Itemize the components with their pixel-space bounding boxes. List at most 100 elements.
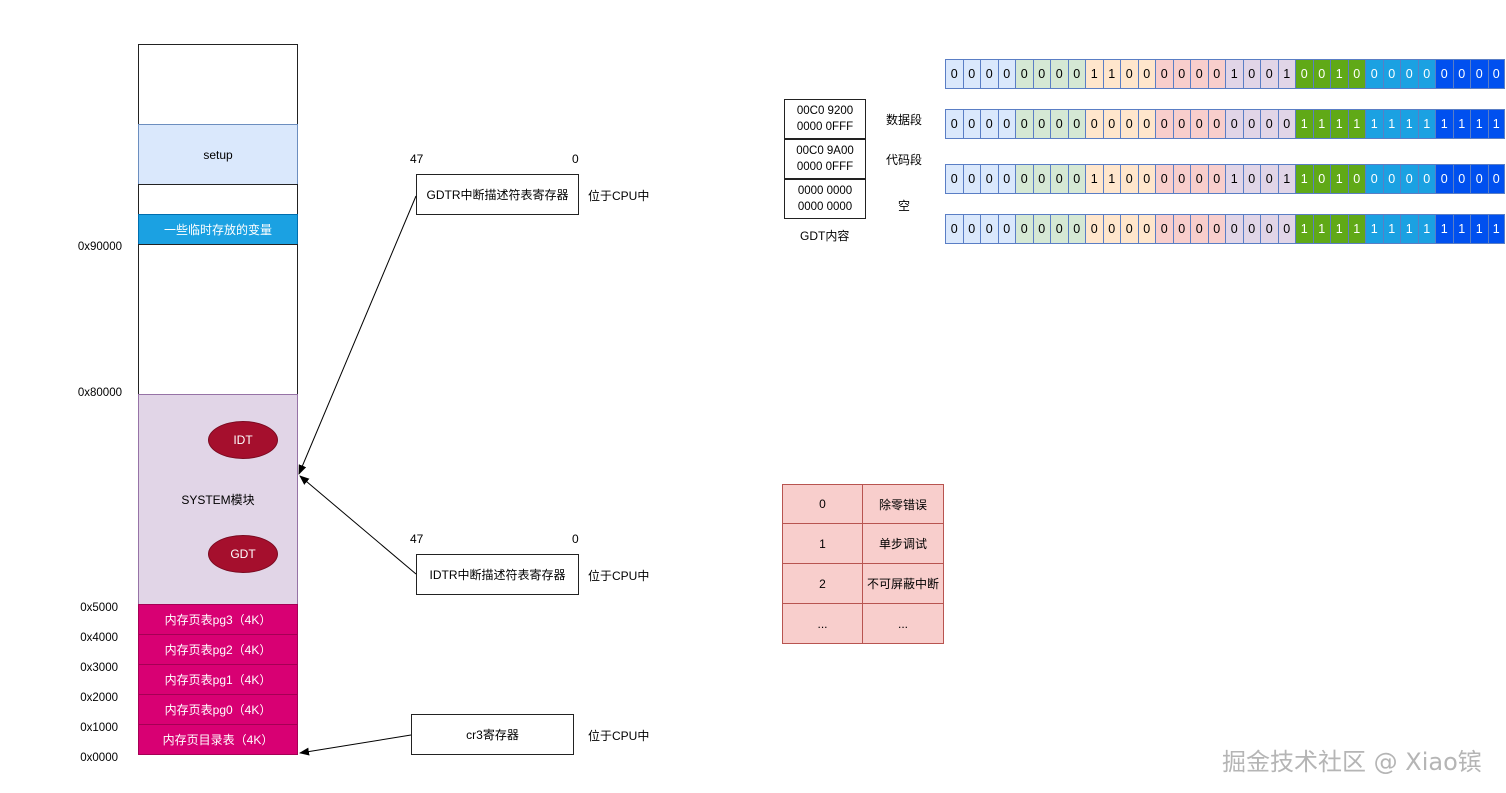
bit-cell: 1	[1295, 164, 1313, 194]
bit-cell: 0	[1172, 59, 1190, 89]
gdtr-bit-low: 0	[572, 152, 579, 166]
idt-table-row: 2 不可屏蔽中断	[782, 564, 944, 604]
bit-cell: 1	[1400, 214, 1418, 244]
bit-cell: 0	[1400, 164, 1418, 194]
idt-vector: ...	[782, 604, 863, 644]
bit-cell: 1	[1365, 109, 1383, 139]
bit-cell: 0	[1260, 109, 1278, 139]
bit-cell: 0	[1452, 59, 1470, 89]
bit-cell: 1	[1277, 164, 1295, 194]
bit-cell: 0	[962, 109, 980, 139]
bit-cell: 0	[1487, 59, 1505, 89]
gdtr-label: GDTR中断描述符表寄存器	[426, 188, 569, 202]
gdt-entry-line: 0000 0000	[797, 201, 853, 213]
bit-cell: 0	[1015, 59, 1033, 89]
gdtr-arrow	[298, 195, 417, 475]
bit-cell: 1	[1417, 214, 1435, 244]
bit-cell: 1	[1277, 59, 1295, 89]
gdt-entry-null: 0000 0000 0000 0000	[784, 179, 866, 219]
page-table-label: 内存页表pg0（4K）	[164, 703, 272, 717]
bit-cell: 1	[1102, 59, 1120, 89]
bit-cell: 0	[945, 214, 963, 244]
setup-label: setup	[203, 147, 233, 162]
page-directory-label: 内存页目录表（4K）	[162, 733, 274, 747]
address-label: 0x2000	[80, 692, 118, 704]
bit-cell: 1	[1400, 109, 1418, 139]
page-directory: 内存页目录表（4K）	[138, 724, 298, 755]
bit-cell: 0	[1032, 214, 1050, 244]
memory-gap-block	[138, 184, 298, 215]
bit-cell: 0	[1190, 109, 1208, 139]
bit-cell: 0	[1190, 164, 1208, 194]
gdt-entry-line: 0000 0000	[797, 185, 853, 197]
bit-cell: 0	[1120, 59, 1138, 89]
bit-cell: 0	[1102, 214, 1120, 244]
gdt-ellipse: GDT	[208, 535, 278, 573]
temp-vars-label: 一些临时存放的变量	[163, 223, 272, 237]
cr3-label: cr3寄存器	[466, 728, 519, 742]
bit-cell: 1	[1470, 109, 1488, 139]
page-table-label: 内存页表pg3（4K）	[164, 613, 272, 627]
bit-cell: 0	[1050, 214, 1068, 244]
bit-cell: 0	[1067, 214, 1085, 244]
bit-cell: 1	[1295, 109, 1313, 139]
idt-vector: 0	[782, 484, 863, 524]
bit-cell: 0	[1417, 164, 1435, 194]
gdt-entry-line: 0000 0FFF	[796, 121, 854, 133]
gdt-entry-data: 00C0 9200 0000 0FFF	[784, 99, 866, 139]
address-label: 0x90000	[77, 241, 122, 253]
idtr-label: IDTR中断描述符表寄存器	[429, 568, 566, 582]
bit-cell: 0	[1050, 59, 1068, 89]
bit-cell: 1	[1312, 109, 1330, 139]
bit-cell: 0	[1085, 214, 1103, 244]
bit-cell: 0	[1067, 109, 1085, 139]
cr3-location: 位于CPU中	[588, 729, 650, 743]
bit-cell: 0	[1137, 109, 1155, 139]
bit-cell: 0	[1260, 164, 1278, 194]
bit-cell: 0	[1242, 164, 1260, 194]
bit-cell: 1	[1312, 214, 1330, 244]
cr3-register: cr3寄存器	[411, 714, 574, 755]
bit-cell: 0	[1452, 164, 1470, 194]
idt-table-row: ... ...	[782, 604, 944, 644]
bit-cell: 0	[1015, 214, 1033, 244]
idt-table-row: 1 单步调试	[782, 524, 944, 564]
idtr-register: IDTR中断描述符表寄存器	[416, 554, 579, 595]
page-table-label: 内存页表pg1（4K）	[164, 673, 272, 687]
bit-cell: 0	[1190, 59, 1208, 89]
page-table-pg1: 内存页表pg1（4K）	[138, 664, 298, 695]
watermark: 掘金技术社区 @ Xiao镔	[1222, 748, 1482, 776]
address-label: 0x3000	[80, 662, 118, 674]
bit-cell: 1	[1347, 214, 1365, 244]
memory-top-block	[138, 44, 298, 125]
bit-cell: 1	[1417, 109, 1435, 139]
gdtr-register: GDTR中断描述符表寄存器	[416, 174, 579, 215]
address-label: 0x80000	[77, 387, 122, 399]
bit-cell: 1	[1452, 214, 1470, 244]
bit-cell: 1	[1365, 214, 1383, 244]
bit-cell: 0	[1137, 164, 1155, 194]
bit-cell: 0	[1172, 214, 1190, 244]
bit-cell: 0	[1435, 59, 1453, 89]
bit-cell: 0	[1207, 109, 1225, 139]
gdtr-location: 位于CPU中	[588, 189, 650, 203]
gdtr-bit-high: 47	[410, 152, 424, 166]
idt-description: 单步调试	[863, 524, 944, 564]
bit-cell: 0	[1155, 214, 1173, 244]
bit-cell: 0	[997, 164, 1015, 194]
system-module-label: SYSTEM模块	[181, 493, 255, 507]
bit-cell: 0	[1155, 164, 1173, 194]
bit-cell: 0	[1487, 164, 1505, 194]
bit-cell: 1	[1295, 214, 1313, 244]
bit-cell: 1	[1330, 214, 1348, 244]
idt-table-row: 0 除零错误	[782, 484, 944, 524]
bit-cell: 0	[1382, 164, 1400, 194]
bit-cell: 0	[1032, 59, 1050, 89]
address-label: 0x1000	[80, 722, 118, 734]
bit-cell: 0	[1225, 214, 1243, 244]
idtr-arrow	[299, 475, 417, 575]
page-table-pg2: 内存页表pg2（4K）	[138, 634, 298, 665]
idtr-bit-low: 0	[572, 532, 579, 546]
